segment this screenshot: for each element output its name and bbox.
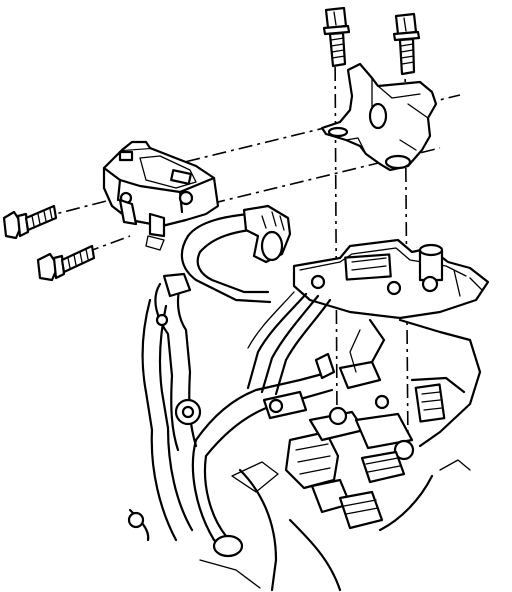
alignment-line-sensor-upper (159, 94, 461, 169)
engine-assembly (127, 238, 490, 592)
sensor-bolt-upper (2, 204, 58, 240)
sensor-module (102, 140, 220, 251)
mounting-bolt-vertical-left (322, 6, 351, 68)
alignment-line-left-bolt (334, 39, 338, 421)
sensor-bolt-lower (36, 244, 96, 282)
mounting-bolt-vertical-right (392, 12, 421, 76)
mounting-bracket (320, 62, 438, 172)
vacuum-hose (180, 204, 292, 304)
